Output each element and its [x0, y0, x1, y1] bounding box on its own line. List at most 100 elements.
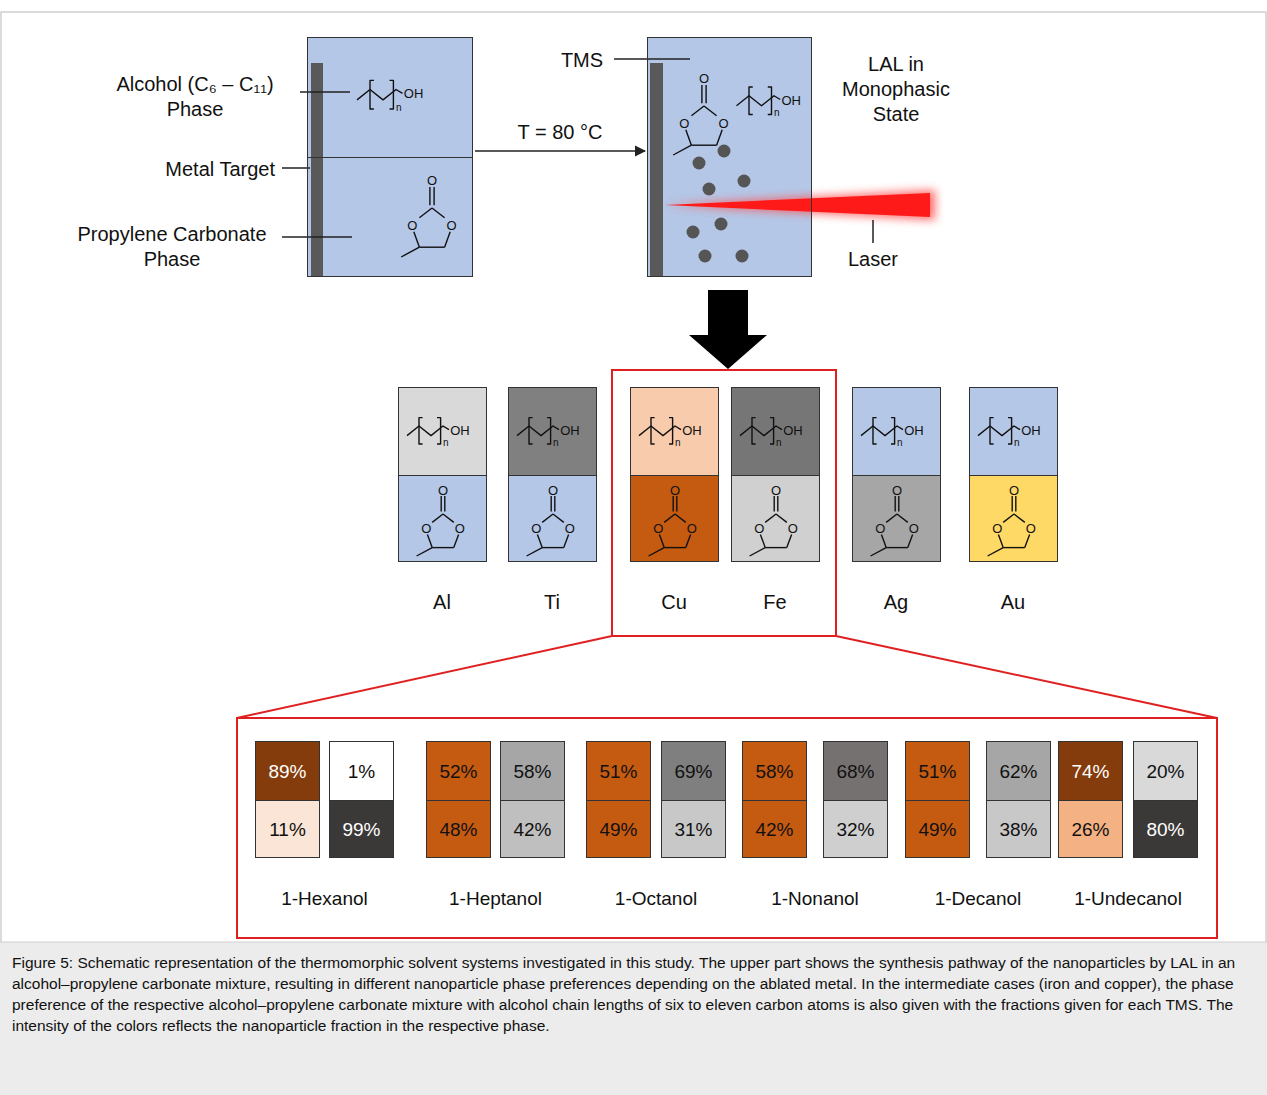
atom-label: O: [687, 522, 697, 535]
phase-stack: nOHOOOAl: [398, 387, 487, 619]
fraction-value: 51%: [599, 762, 637, 781]
metal-target: [311, 63, 323, 277]
fraction-cell: 49%: [586, 800, 651, 858]
fraction-cell: 89%: [255, 741, 320, 801]
atom-label: O: [754, 522, 764, 535]
atom-label: n: [553, 438, 559, 448]
fraction-value: 99%: [342, 820, 380, 839]
fraction-cell: 11%: [255, 800, 320, 858]
fraction-cell: 42%: [742, 800, 807, 858]
atom-label: O: [427, 174, 437, 187]
atom-label: OH: [450, 423, 470, 436]
atom-label: O: [455, 522, 465, 535]
fraction-value: 80%: [1146, 820, 1184, 839]
phase-stack: nOHOOOAg: [852, 387, 941, 619]
vessel-fill: [647, 37, 812, 277]
fraction-value: 48%: [439, 820, 477, 839]
caption-rule: [0, 942, 1267, 943]
fraction-value: 1%: [348, 762, 375, 781]
fraction-value: 74%: [1071, 762, 1109, 781]
phase-stack: nOHOOOAu: [969, 387, 1058, 619]
metal-label: Cu: [661, 592, 687, 612]
phase-box: nOH: [630, 387, 719, 476]
fraction-cell: 52%: [426, 741, 491, 801]
temperature-label: T = 80 °C: [518, 121, 603, 143]
atom-label: n: [1014, 438, 1020, 448]
alcohol-structure: [399, 388, 486, 475]
alcohol-structure: [732, 388, 819, 475]
callout-label: LAL in Monophasic State: [832, 52, 960, 127]
fraction-value: 68%: [836, 762, 874, 781]
atom-label: O: [531, 522, 541, 535]
fraction-value: 58%: [513, 762, 551, 781]
atom-label: O: [407, 218, 417, 231]
phase-box: nOH: [508, 387, 597, 476]
fraction-cell: 58%: [500, 741, 565, 801]
fraction-value: 52%: [439, 762, 477, 781]
alcohol-structure: [308, 38, 472, 157]
fraction-value: 38%: [999, 820, 1037, 839]
phase-box: OOO: [398, 475, 487, 562]
metal-label: Au: [1001, 592, 1025, 612]
phase-box: nOH: [731, 387, 820, 476]
fraction-cell: 31%: [661, 800, 726, 858]
atom-label: O: [670, 484, 680, 497]
atom-label: O: [447, 218, 457, 231]
metal-label: Fe: [763, 592, 786, 612]
fraction-cell: 32%: [823, 800, 888, 858]
atom-label: O: [438, 484, 448, 497]
atom-label: O: [771, 484, 781, 497]
carbonate-structure: [648, 38, 811, 276]
atom-label: OH: [783, 423, 803, 436]
fraction-cell: 51%: [586, 741, 651, 801]
atom-label: OH: [682, 423, 702, 436]
atom-label: n: [774, 108, 780, 118]
fraction-cell: 74%: [1058, 741, 1123, 801]
atom-label: OH: [782, 93, 802, 106]
fraction-value: 26%: [1071, 820, 1109, 839]
fraction-cell: 42%: [500, 800, 565, 858]
metal-label: Al: [433, 592, 451, 612]
phase-box: nOH: [969, 387, 1058, 476]
fraction-cell: 1%: [329, 741, 394, 801]
metal-target: [650, 63, 663, 277]
atom-label: n: [776, 438, 782, 448]
callout-label: Laser: [843, 247, 903, 272]
fraction-value: 31%: [674, 820, 712, 839]
atom-label: O: [548, 484, 558, 497]
alcohol-name: 1-Octanol: [576, 886, 736, 911]
atom-label: O: [565, 522, 575, 535]
metal-label: Ti: [544, 592, 560, 612]
alcohol-structure: [509, 388, 596, 475]
fraction-cell: 20%: [1133, 741, 1198, 801]
phase-box: OOO: [852, 475, 941, 562]
fraction-value: 49%: [918, 820, 956, 839]
fraction-value: 89%: [268, 762, 306, 781]
callout-label: Alcohol (C₆ – C₁₁) Phase: [95, 72, 295, 122]
fraction-cell: 69%: [661, 741, 726, 801]
fraction-cell: 26%: [1058, 800, 1123, 858]
fraction-cell: 51%: [905, 741, 970, 801]
alcohol-structure: [970, 388, 1057, 475]
atom-label: n: [675, 438, 681, 448]
fraction-cell: 48%: [426, 800, 491, 858]
callout-label: TMS: [554, 48, 610, 73]
fraction-value: 32%: [836, 820, 874, 839]
fraction-cell: 99%: [329, 800, 394, 858]
fraction-value: 62%: [999, 762, 1037, 781]
atom-label: O: [653, 522, 663, 535]
fraction-value: 69%: [674, 762, 712, 781]
phase-box: O O O: [508, 475, 597, 562]
alcohol-structure: [853, 388, 940, 475]
phase-stack: nOH O O O Cu: [630, 387, 719, 619]
vessel-box: OOOnOH: [647, 37, 812, 277]
fraction-cell: 38%: [986, 800, 1051, 858]
callout-label: Propylene Carbonate Phase: [62, 222, 282, 272]
laser-glow: [665, 190, 935, 220]
atom-label: OH: [1021, 423, 1041, 436]
fraction-cell: 62%: [986, 741, 1051, 801]
phase-stack: nOH O O O Ti: [508, 387, 597, 619]
down-arrow: [689, 290, 767, 369]
process-arrow: [475, 150, 645, 152]
fraction-cell: 80%: [1133, 800, 1198, 858]
